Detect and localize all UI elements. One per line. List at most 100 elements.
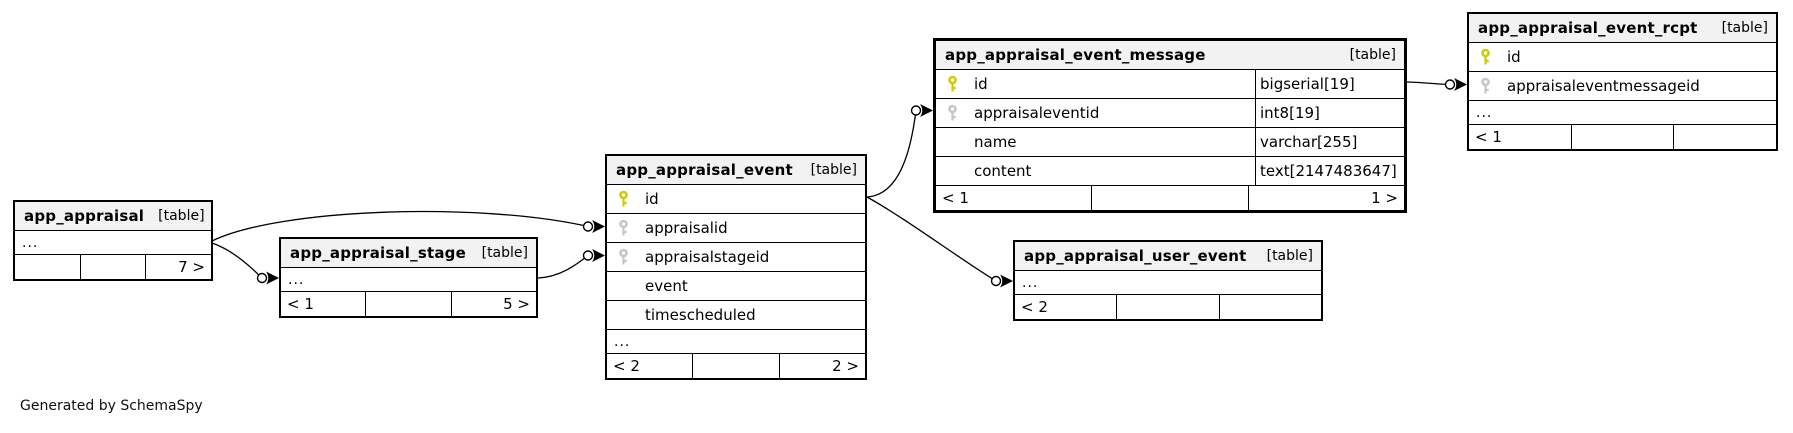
column-name: event — [645, 277, 688, 295]
primary-key-icon — [1480, 48, 1491, 66]
column-row-id: id — [607, 185, 865, 214]
children-count: 5 > — [450, 292, 536, 316]
column-row-content: content text[2147483647] — [936, 157, 1404, 186]
table-name[interactable]: app_appraisal_event_message — [945, 46, 1206, 64]
hidden-columns-row: ... — [607, 330, 865, 354]
column-name: content — [974, 162, 1032, 180]
table-type-tag: [table] — [1349, 47, 1396, 63]
arrowhead — [592, 220, 605, 233]
parents-count: < 1 — [942, 189, 969, 207]
table-header[interactable]: app_appraisal_event_rcpt [table] — [1469, 14, 1776, 43]
table-node-app-appraisal-event[interactable]: app_appraisal_event [table] id appraisal… — [605, 154, 867, 380]
footer-mid-cell — [1570, 125, 1674, 149]
foreign-key-icon — [1480, 77, 1491, 95]
table-footer: 7 > — [15, 255, 211, 279]
rel-appraisal-to-stage — [211, 242, 263, 279]
column-type: int8[19] — [1255, 99, 1404, 127]
footer-mid-cell — [365, 292, 450, 316]
arrowhead — [1454, 78, 1467, 91]
hidden-columns-row: ... — [281, 268, 536, 292]
table-node-app-appraisal-user-event[interactable]: app_appraisal_user_event [table] ... < 2 — [1013, 240, 1323, 321]
arrowhead — [920, 104, 933, 117]
arrowhead — [592, 249, 605, 262]
column-name: id — [1507, 48, 1521, 66]
column-name: name — [974, 133, 1017, 151]
foreign-key-icon — [618, 219, 629, 237]
column-type: text[2147483647] — [1255, 157, 1404, 185]
table-node-app-appraisal-event-message[interactable]: app_appraisal_event_message [table] id b… — [933, 38, 1407, 213]
column-row-event: event — [607, 272, 865, 301]
arrowhead — [1000, 274, 1013, 288]
table-header[interactable]: app_appraisal_user_event [table] — [1015, 242, 1321, 271]
column-type: bigserial[19] — [1255, 70, 1404, 98]
table-type-tag: [table] — [1266, 248, 1313, 264]
column-type: varchar[255] — [1255, 128, 1404, 156]
table-name[interactable]: app_appraisal_user_event — [1024, 247, 1247, 265]
column-row-appraisalstageid: appraisalstageid — [607, 243, 865, 272]
parents-count: < 1 — [287, 295, 314, 313]
children-count: 7 > — [145, 255, 211, 279]
column-name: appraisalid — [645, 219, 728, 237]
crowfoot-circle — [1444, 79, 1456, 90]
column-name: appraisalstageid — [645, 248, 770, 266]
footer-mid-cell — [79, 255, 146, 279]
table-header[interactable]: app_appraisal [table] — [15, 202, 211, 231]
table-node-app-appraisal-event-rcpt[interactable]: app_appraisal_event_rcpt [table] id appr… — [1467, 12, 1778, 151]
children-count — [1218, 295, 1321, 319]
table-type-tag: [table] — [1721, 20, 1768, 36]
parents-count: < 2 — [613, 357, 640, 375]
hidden-columns-row: ... — [15, 231, 211, 255]
table-header[interactable]: app_appraisal_event_message [table] — [936, 41, 1404, 70]
column-row-id: id bigserial[19] — [936, 70, 1404, 99]
children-count — [1673, 125, 1776, 149]
column-row-appraisalid: appraisalid — [607, 214, 865, 243]
parents-count: < 2 — [1021, 298, 1048, 316]
table-name[interactable]: app_appraisal_event_rcpt — [1478, 19, 1698, 37]
children-count: 2 > — [778, 354, 865, 378]
table-header[interactable]: app_appraisal_stage [table] — [281, 239, 536, 268]
foreign-key-icon — [618, 248, 629, 266]
parents-count: < 1 — [1475, 128, 1502, 146]
parents-count — [15, 255, 80, 279]
primary-key-icon — [618, 190, 629, 208]
hidden-columns-row: ... — [1469, 101, 1776, 125]
crowfoot-circle — [582, 221, 594, 232]
foreign-key-icon — [947, 104, 958, 122]
column-row-id: id — [1469, 43, 1776, 72]
rel-appraisal-to-event-appraisalid — [211, 210, 589, 242]
table-name[interactable]: app_appraisal — [24, 207, 145, 225]
table-name[interactable]: app_appraisal_event — [616, 161, 793, 179]
table-type-tag: [table] — [158, 208, 205, 224]
column-row-appraisaleventid: appraisaleventid int8[19] — [936, 99, 1404, 128]
table-node-app-appraisal[interactable]: app_appraisal [table] ... 7 > — [13, 200, 213, 281]
column-row-appraisaleventmessageid: appraisaleventmessageid — [1469, 72, 1776, 101]
column-name: id — [974, 75, 988, 93]
table-footer: < 1 5 > — [281, 292, 536, 316]
table-header[interactable]: app_appraisal_event [table] — [607, 156, 865, 185]
footer-mid-cell — [692, 354, 778, 378]
column-name: appraisaleventid — [974, 104, 1100, 122]
column-row-name: name varchar[255] — [936, 128, 1404, 157]
table-footer: < 1 — [1469, 125, 1776, 149]
table-node-app-appraisal-stage[interactable]: app_appraisal_stage [table] ... < 1 5 > — [279, 237, 538, 318]
arrowhead — [266, 271, 279, 285]
table-name[interactable]: app_appraisal_stage — [290, 244, 466, 262]
table-type-tag: [table] — [810, 162, 857, 178]
column-name: id — [645, 190, 659, 208]
crowfoot-circle — [582, 250, 594, 261]
table-footer: < 2 2 > — [607, 354, 865, 378]
rel-stage-to-event-appraisalstageid — [537, 254, 589, 279]
column-name: appraisaleventmessageid — [1507, 77, 1700, 95]
generator-credit: Generated by SchemaSpy — [20, 398, 203, 414]
hidden-columns-row: ... — [1015, 271, 1321, 295]
table-footer: < 2 — [1015, 295, 1321, 319]
footer-mid-cell — [1091, 186, 1247, 210]
crowfoot-circle — [256, 272, 268, 284]
rel-event-to-message-appraisaleventid — [866, 110, 917, 198]
column-name: timescheduled — [645, 306, 756, 324]
children-count: 1 > — [1247, 186, 1404, 210]
footer-mid-cell — [1116, 295, 1218, 319]
rel-event-to-user-event — [866, 196, 997, 282]
